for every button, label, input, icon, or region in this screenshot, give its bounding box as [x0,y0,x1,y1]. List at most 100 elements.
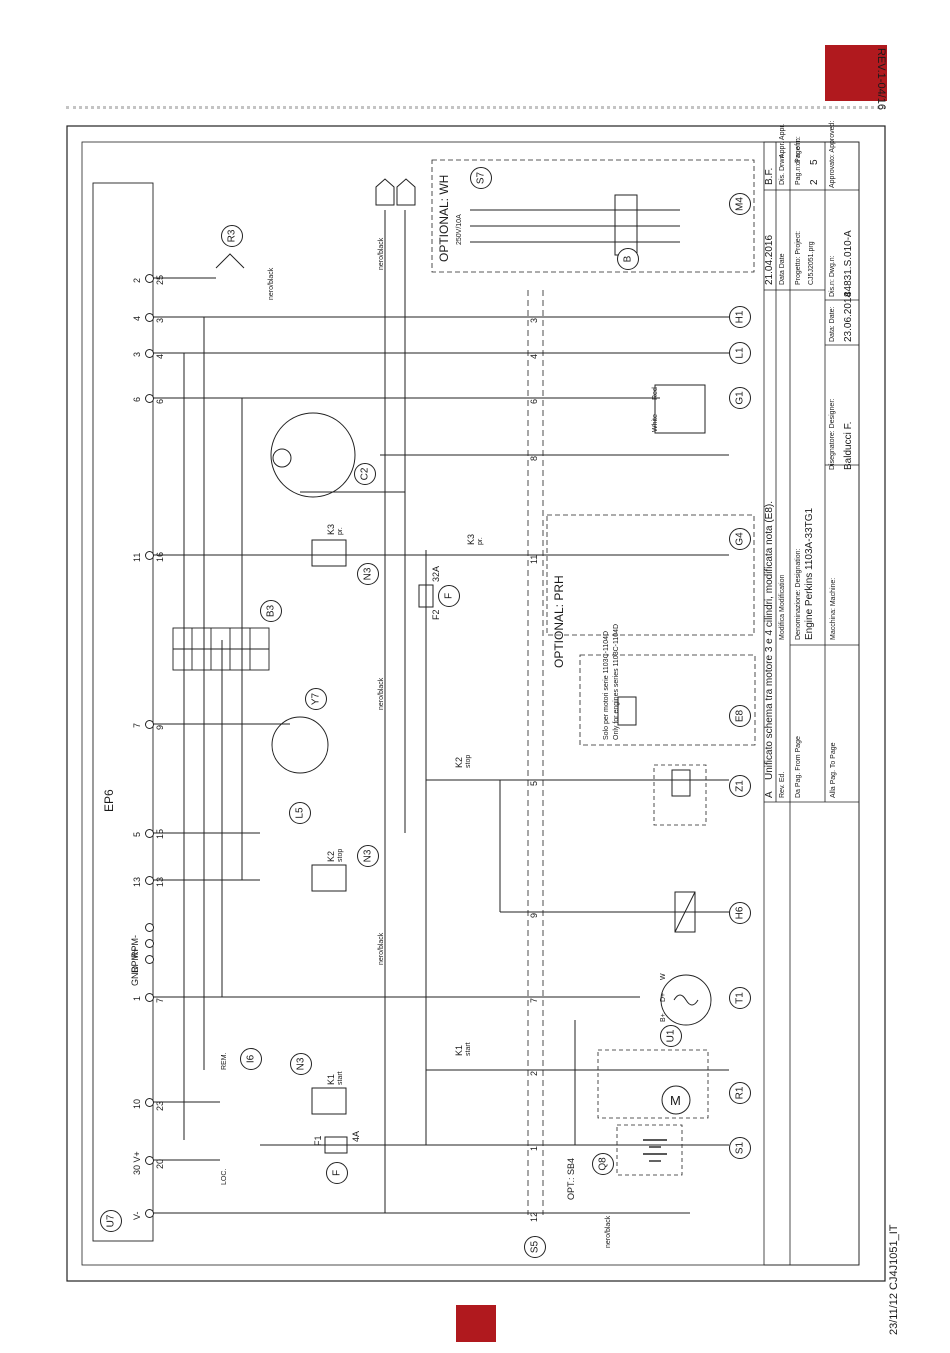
r1-label: R1 [729,1082,751,1104]
loc-label: LOC. [221,1168,228,1185]
tb-lbl-appr: Appr. Appr. [779,123,786,158]
h6-label: H6 [729,902,751,924]
controller-box [92,182,154,1242]
wire-color-label: nero/black [268,267,275,300]
lamp-icon [272,448,292,468]
n3-label: N3 [357,845,379,867]
tb-lbl-date: Data Date [779,253,786,285]
starter-motor-icon [661,1085,691,1115]
e8-coil [617,696,637,726]
z1-box [653,764,707,826]
k2-relay-coil [311,864,347,892]
tb-lbl-project: Progetto: Project: [795,230,802,285]
optional-wh-rating: 250V/10A [456,214,463,245]
t1-label: T1 [729,987,751,1009]
y7-connector [271,716,329,774]
r3-label: R3 [221,225,243,247]
wire-label: 25 [155,274,165,285]
terminal-pin [145,1098,154,1107]
z1-coil [671,769,691,797]
optional-wh-box [431,159,755,273]
wire-color-label: nero/black [605,1215,612,1248]
wire-label: 23 [155,1100,165,1111]
l5-label: L5 [289,802,311,824]
b3-connector [172,627,270,671]
terminal-pin [145,349,154,358]
wire-label: 20 [155,1158,165,1169]
wire-label: 3 [155,317,165,323]
g1-label: G1 [729,387,751,409]
wire-label: 13 [155,876,165,887]
y7-label: Y7 [305,688,327,710]
wire-label: 9 [155,724,165,730]
alt-w-label: W [660,973,667,980]
tb-initials: B.F. [764,167,775,185]
terminal-pin [145,939,154,948]
e8-note-it: Solo per motori serie 1103C-1104D [603,630,610,740]
f1-rating: 4A [351,1130,361,1142]
tb-designation: Engine Perkins 1103A-33TG1 [804,507,815,640]
k3-contact-label: K3 [466,533,476,545]
arrow-3-right [396,178,416,206]
tb-rev-letter: A [764,791,775,798]
strip-terminal: 6 [529,398,539,404]
k3-relay-coil [311,539,347,567]
wire-color-label: nero/black [378,932,385,965]
n3-label: N3 [357,563,379,585]
f1-fuse [324,1136,348,1154]
wire-label: 4 [155,353,165,359]
k1-label: K1 [326,1073,336,1085]
tb-lbl-approved: Approvato: Approved: [829,120,836,188]
tb-lbl-dwg: Dis.n: Dwg.n: [829,255,836,297]
terminal-pin [145,829,154,838]
terminal-pin [145,551,154,560]
battery-box [616,1124,683,1176]
tb-drawing-date: 23.06.2014 [843,291,854,342]
tb-lbl-rev: Rev. Ed. [779,771,786,798]
terminal-pin [145,1209,154,1218]
f2-rating: 32A [431,565,441,582]
tb-lbl-from: Da Pag. From Page [795,736,802,798]
strip-terminal: 2 [529,1070,539,1076]
z1-label: Z1 [729,775,751,797]
outer-frame [66,125,886,1282]
k3-sub: pr. [337,527,344,535]
terminal-pin [145,313,154,322]
q8-label: Q8 [592,1153,614,1175]
tb-lbl-machine: Macchina: Machine: [830,577,837,640]
red-page-tab [456,1305,496,1342]
tb-lbl-of: di n: of n: [795,136,802,165]
k1-sub: start [337,1071,344,1085]
tb-lbl-designer: Disegnatore: Designer: [829,398,836,470]
tb-page: 2 [809,179,820,185]
f1-label: F1 [313,1135,323,1146]
pin-label: 7 [132,722,142,728]
k1-contact-label: K1 [454,1044,464,1056]
optional-prh-title: OPTIONAL: PRH [552,575,566,668]
tb-lbl-denom: Denominazione: Designation: [795,548,802,640]
l1-label: L1 [729,342,751,364]
pin-label: 3 [132,351,142,357]
starter-box [597,1049,709,1119]
wire-label: 16 [155,551,165,562]
terminal-pin [145,993,154,1002]
f2-label: F2 [431,609,441,620]
red-corner-tab [825,45,887,101]
s7-label: S7 [470,167,492,189]
rem-label: REM. [221,1052,228,1071]
g1-sender [654,384,706,434]
u7-label: U7 [100,1210,122,1232]
strip-terminal: 5 [529,780,539,786]
strip-terminal: 12 [529,1211,539,1222]
tb-lbl-mod: Modifica Modification [779,574,786,640]
k1-contact-sub: start [465,1042,472,1056]
tb-project: CJ5J2051.prg [808,241,815,285]
battery-icon [643,1139,667,1162]
strip-terminal: 4 [529,353,539,359]
strip-terminal: 8 [529,455,539,461]
pin-label: 30 V+ [132,1151,142,1175]
terminal-pin [145,876,154,885]
u1-label: U1 [660,1025,682,1047]
b-label: B [617,248,639,270]
pin-label: 2 [132,277,142,283]
